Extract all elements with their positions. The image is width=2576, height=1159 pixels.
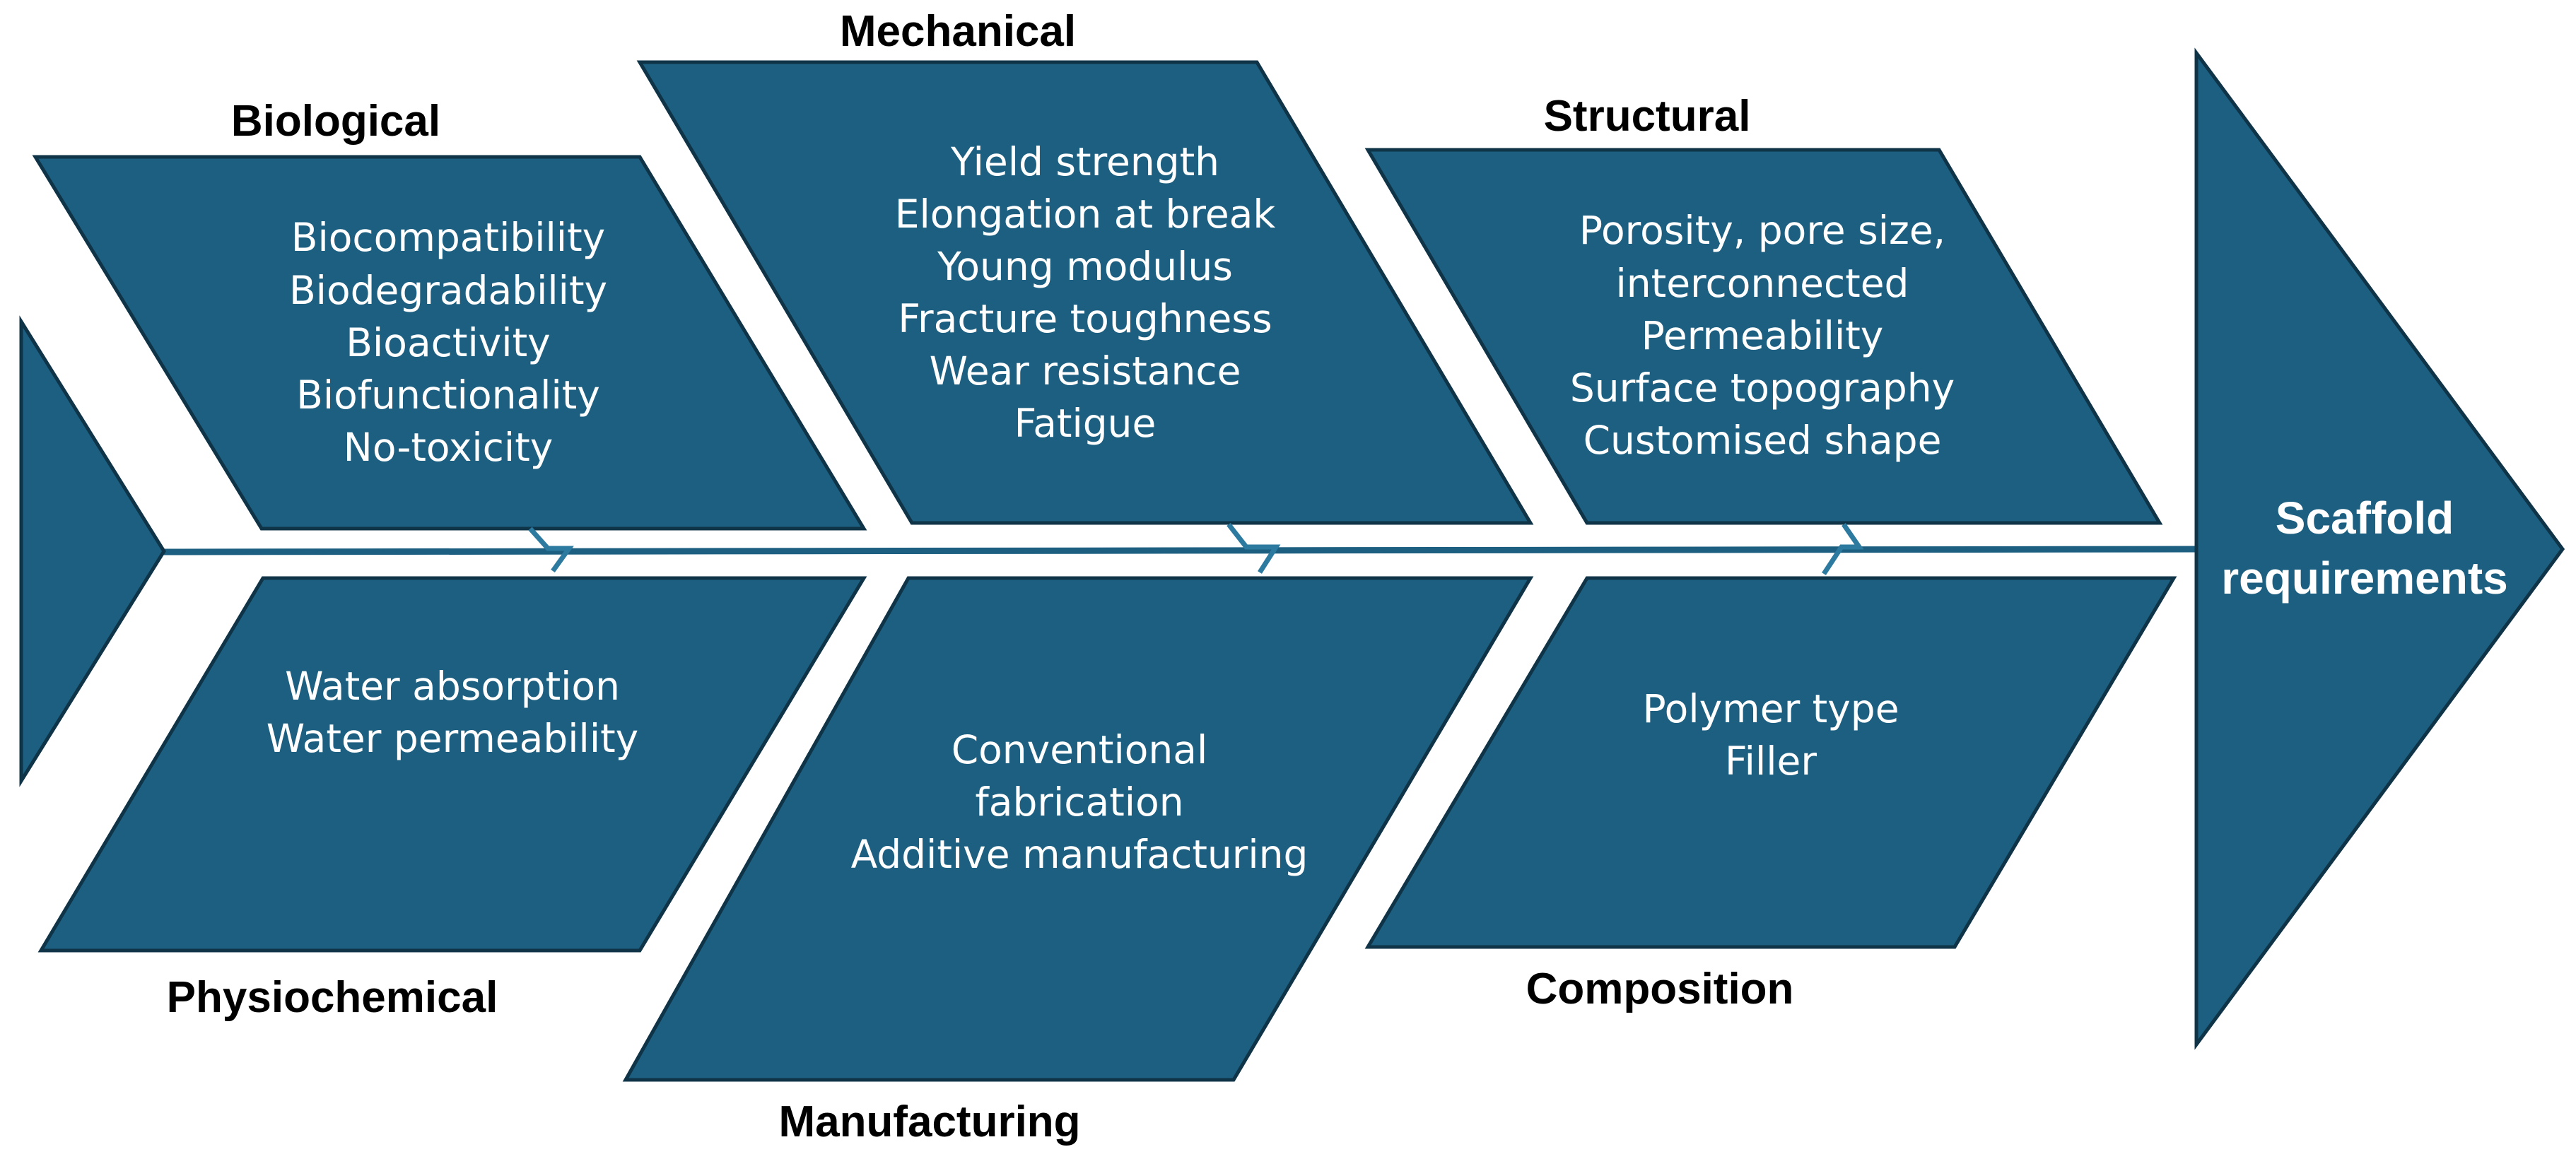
composition-box: [1364, 576, 2177, 949]
bone-manufacturing: Manufacturing Conventional fabrication A…: [622, 576, 1534, 1146]
biological-item: No-toxicity: [344, 425, 554, 470]
mechanical-item: Fracture toughness: [898, 296, 1272, 341]
composition-item: Polymer type: [1642, 686, 1899, 731]
physiochemical-item: Water absorption: [285, 664, 620, 709]
tail-shape: [19, 315, 166, 787]
manufacturing-item: Conventional: [952, 727, 1208, 772]
spine-notch: [1226, 522, 1281, 574]
structural-box: [1364, 148, 2163, 525]
manufacturing-box: [622, 576, 1534, 1082]
bone-structural: Structural Porosity, pore size, intercon…: [1364, 92, 2163, 525]
structural-item: interconnected: [1616, 261, 1909, 306]
biological-item: Biofunctionality: [296, 372, 600, 418]
spine-notch: [528, 526, 574, 573]
biological-item: Bioactivity: [346, 320, 550, 365]
biological-title: Biological: [231, 97, 440, 146]
biological-item: Biocompatibility: [291, 215, 605, 260]
head-arrow: [2194, 47, 2565, 1050]
mechanical-box: [636, 60, 1534, 525]
mechanical-item: Yield strength: [950, 139, 1219, 184]
structural-item: Porosity, pore size,: [1579, 208, 1945, 253]
manufacturing-title: Manufacturing: [778, 1098, 1080, 1146]
mechanical-item: Wear resistance: [930, 348, 1241, 394]
head-label-line-2: requirements: [2221, 553, 2507, 604]
structural-item: Customised shape: [1583, 418, 1942, 463]
mechanical-item: Elongation at break: [895, 192, 1276, 237]
head-label-line-1: Scaffold: [2276, 493, 2454, 543]
structural-item: Surface topography: [1570, 365, 1955, 411]
physiochemical-item: Water permeability: [267, 716, 638, 761]
manufacturing-item: Additive manufacturing: [851, 832, 1309, 877]
spine-notch: [1822, 523, 1864, 575]
mechanical-item: Young modulus: [937, 244, 1233, 289]
structural-title: Structural: [1544, 92, 1751, 141]
mechanical-item: Fatigue: [1014, 401, 1157, 446]
bone-physiochemical: Physiochemical Water absorption Water pe…: [37, 576, 867, 1022]
physiochemical-box: [37, 576, 867, 953]
bone-biological: Biological Biocompatibility Biodegradabi…: [32, 97, 867, 531]
biological-item: Biodegradability: [289, 268, 607, 313]
structural-item: Permeability: [1641, 313, 1884, 358]
manufacturing-item: fabrication: [975, 779, 1183, 825]
bone-mechanical: Mechanical Yield strength Elongation at …: [636, 7, 1534, 525]
composition-title: Composition: [1526, 965, 1794, 1013]
spine-line: [162, 546, 2203, 555]
composition-item: Filler: [1725, 739, 1817, 784]
mechanical-title: Mechanical: [840, 7, 1076, 56]
physiochemical-title: Physiochemical: [167, 973, 498, 1022]
bone-composition: Composition Polymer type Filler: [1364, 576, 2177, 1013]
biological-box: [32, 155, 867, 531]
